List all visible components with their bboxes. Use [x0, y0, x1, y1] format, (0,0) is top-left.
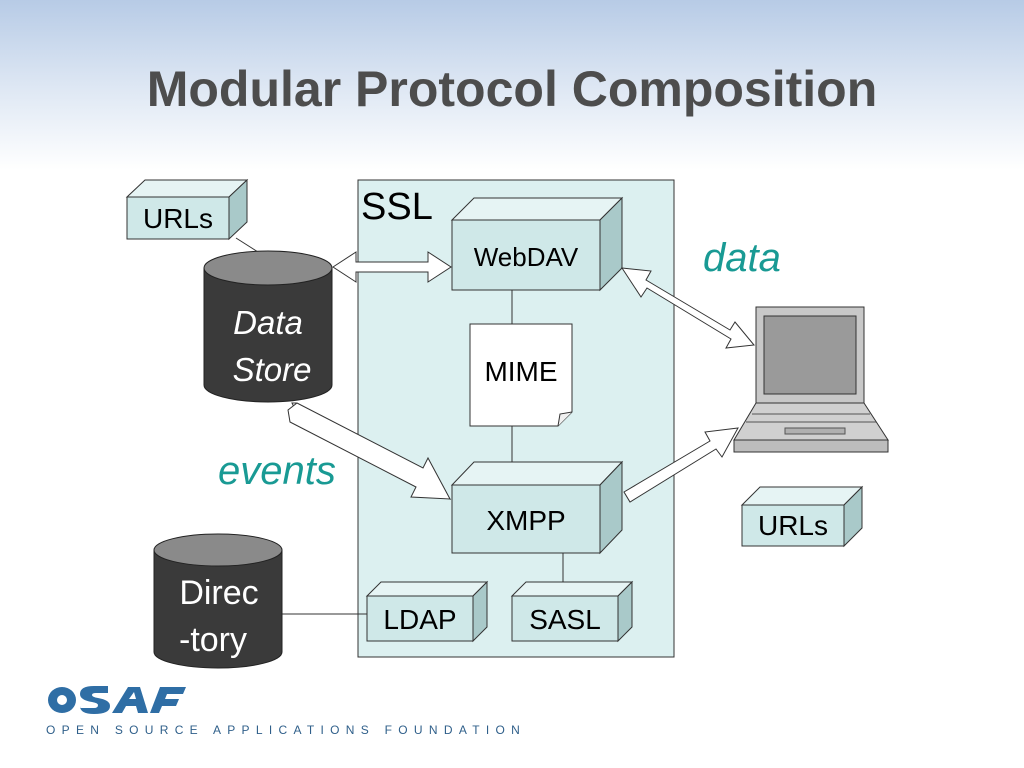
- data-flow-label: data: [703, 236, 781, 280]
- mime-document: MIME: [469, 323, 573, 427]
- urls-top-box: URLs: [125, 178, 249, 241]
- webdav-label: WebDAV: [474, 242, 579, 272]
- xmpp-box: XMPP: [450, 460, 624, 555]
- ldap-label: LDAP: [383, 604, 456, 635]
- mime-label: MIME: [484, 356, 557, 387]
- urls-datastore-link: [235, 237, 259, 253]
- ssl-label: SSL: [361, 186, 433, 228]
- footer-tagline: OPEN SOURCE APPLICATIONS FOUNDATION: [46, 723, 527, 737]
- ldap-box: LDAP: [365, 580, 489, 643]
- directory-label-line1: Direc: [179, 574, 258, 612]
- webdav-laptop-arrow: [621, 267, 755, 349]
- laptop-icon: [733, 306, 889, 453]
- urls-right-box: URLs: [740, 485, 864, 548]
- datastore-webdav-arrow: [332, 251, 452, 283]
- data-store-label-line2: Store: [233, 351, 312, 388]
- events-flow-label: events: [218, 449, 336, 493]
- data-store-cylinder: Data Store: [203, 250, 333, 403]
- sasl-box: SASL: [510, 580, 634, 643]
- directory-label-line2: -tory: [179, 621, 247, 659]
- osaf-logo: [48, 686, 186, 714]
- page-title: Modular Protocol Composition: [146, 61, 878, 117]
- urls-right-label: URLs: [758, 510, 828, 541]
- urls-top-label: URLs: [143, 203, 213, 234]
- xmpp-label: XMPP: [486, 505, 565, 536]
- directory-cylinder: Direc -tory: [153, 533, 283, 669]
- webdav-box: WebDAV: [450, 196, 624, 292]
- xmpp-laptop-arrow: [623, 427, 739, 503]
- data-store-label-line1: Data: [233, 304, 303, 341]
- sasl-label: SASL: [529, 604, 601, 635]
